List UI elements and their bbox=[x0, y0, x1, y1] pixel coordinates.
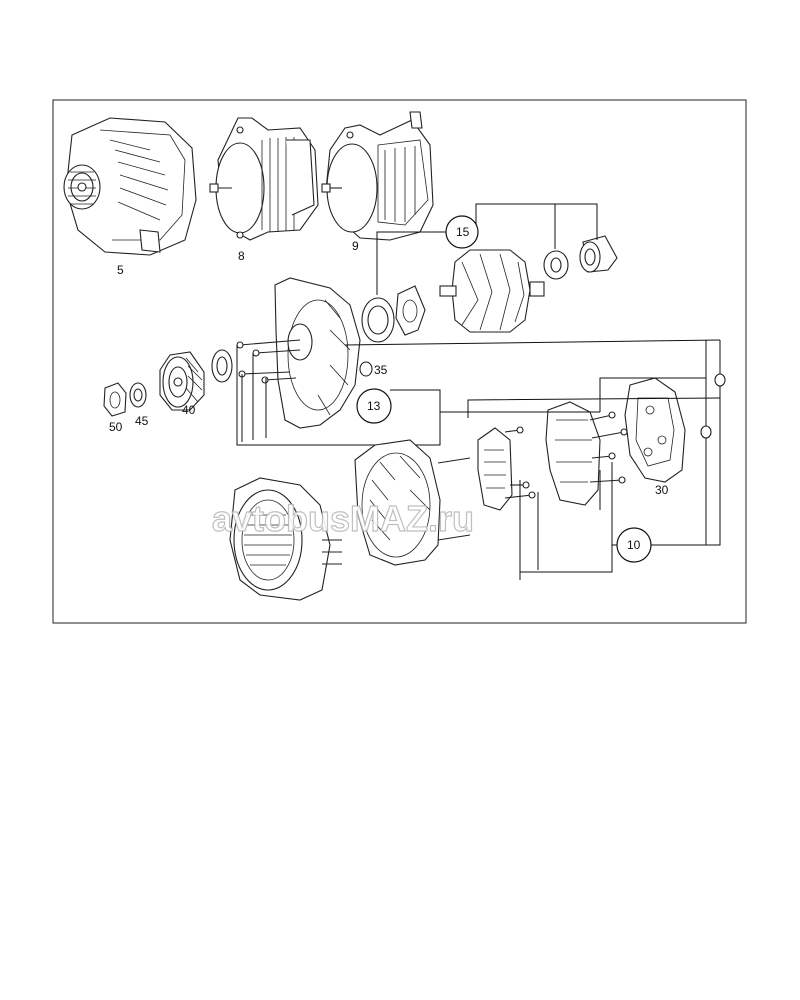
washer-45 bbox=[129, 382, 147, 408]
slip-ring-bearing bbox=[579, 235, 618, 273]
rectifier-30 bbox=[624, 377, 686, 483]
alternator-variant-5 bbox=[63, 117, 197, 256]
alternator-variant-9 bbox=[321, 111, 434, 241]
callout-15 bbox=[445, 215, 479, 249]
callout-13 bbox=[356, 388, 392, 424]
rotor-assembly bbox=[439, 249, 545, 333]
label-45: 45 bbox=[135, 414, 149, 428]
label-40: 40 bbox=[182, 403, 196, 417]
pulley-40 bbox=[159, 351, 205, 411]
callout-10 bbox=[616, 527, 652, 563]
label-9: 9 bbox=[352, 239, 359, 253]
regulator bbox=[477, 427, 513, 511]
bearing-plate bbox=[395, 285, 426, 336]
label-13: 13 bbox=[367, 399, 381, 413]
label-8: 8 bbox=[238, 249, 245, 263]
label-5: 5 bbox=[117, 263, 124, 277]
label-30: 30 bbox=[655, 483, 669, 497]
regulator-screws bbox=[504, 426, 536, 499]
rear-housing bbox=[354, 439, 471, 566]
label-15: 15 bbox=[456, 225, 470, 239]
spacer-35 bbox=[359, 361, 373, 377]
brush-holder-screws bbox=[589, 411, 628, 484]
nuts-right bbox=[700, 373, 726, 439]
label-35: 35 bbox=[374, 363, 388, 377]
drive-end-shield bbox=[274, 277, 361, 429]
watermark-text: avtobusMAZ.ru bbox=[212, 498, 474, 539]
label-10: 10 bbox=[627, 538, 641, 552]
diagram-frame bbox=[52, 99, 747, 624]
bearing-rear bbox=[543, 250, 569, 280]
alternator-variant-8 bbox=[209, 117, 319, 241]
bearing-front bbox=[361, 297, 395, 343]
screws-13 bbox=[236, 339, 301, 384]
spacer-ring bbox=[211, 349, 233, 383]
brush-holder bbox=[545, 401, 601, 506]
label-50: 50 bbox=[109, 420, 123, 434]
rear-cover-cap bbox=[229, 477, 342, 601]
nut-50 bbox=[103, 382, 127, 417]
